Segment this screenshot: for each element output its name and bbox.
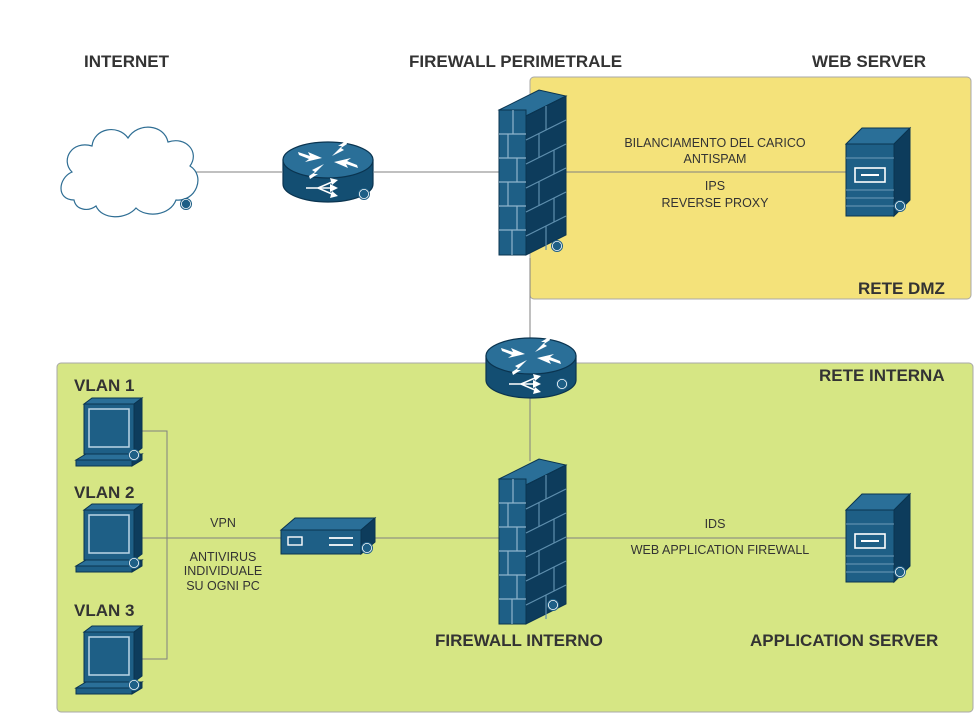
note-ips: IPS bbox=[705, 179, 725, 193]
perimeter-firewall-icon bbox=[498, 89, 567, 256]
cloud-info-badge-icon[interactable] bbox=[180, 198, 192, 210]
label-firewall-interno: FIREWALL INTERNO bbox=[435, 631, 603, 650]
note-vpn: VPN bbox=[210, 516, 236, 530]
vlan3-info-badge-icon[interactable] bbox=[128, 679, 140, 691]
link-vlan-bus bbox=[142, 430, 168, 660]
internal-firewall-info-badge-icon[interactable] bbox=[547, 599, 559, 611]
note-bilanciamento: BILANCIAMENTO DEL CARICO bbox=[624, 136, 806, 150]
router1-info-badge-icon[interactable] bbox=[358, 188, 370, 200]
vpn-info-badge-icon[interactable] bbox=[361, 542, 373, 554]
label-rete-interna: RETE INTERNA bbox=[819, 366, 945, 385]
note-ids: IDS bbox=[705, 517, 726, 531]
note-antispam: ANTISPAM bbox=[684, 152, 747, 166]
label-web-server: WEB SERVER bbox=[812, 52, 926, 71]
label-vlan3: VLAN 3 bbox=[74, 601, 134, 620]
web-server-info-badge-icon[interactable] bbox=[894, 200, 906, 212]
label-firewall-perimetrale: FIREWALL PERIMETRALE bbox=[409, 52, 622, 71]
vlan1-info-badge-icon[interactable] bbox=[128, 449, 140, 461]
label-application-server: APPLICATION SERVER bbox=[750, 631, 938, 650]
perimeter-firewall-info-badge-icon[interactable] bbox=[551, 240, 563, 252]
note-individuale: INDIVIDUALE bbox=[184, 564, 263, 578]
internal-firewall-icon bbox=[498, 458, 567, 625]
connections bbox=[142, 171, 846, 660]
label-vlan1: VLAN 1 bbox=[74, 376, 134, 395]
note-su-ogni-pc: SU OGNI PC bbox=[186, 579, 260, 593]
vpn-device-icon bbox=[280, 517, 376, 555]
internet-cloud-icon bbox=[60, 126, 199, 218]
vlan2-info-badge-icon[interactable] bbox=[128, 557, 140, 569]
app-server-info-badge-icon[interactable] bbox=[894, 566, 906, 578]
note-reverse-proxy: REVERSE PROXY bbox=[662, 196, 770, 210]
label-rete-dmz: RETE DMZ bbox=[858, 279, 945, 298]
note-waf: WEB APPLICATION FIREWALL bbox=[631, 543, 810, 557]
label-internet: INTERNET bbox=[84, 52, 170, 71]
label-vlan2: VLAN 2 bbox=[74, 483, 134, 502]
note-antivirus: ANTIVIRUS bbox=[190, 550, 257, 564]
router2-info-badge-icon[interactable] bbox=[556, 378, 568, 390]
